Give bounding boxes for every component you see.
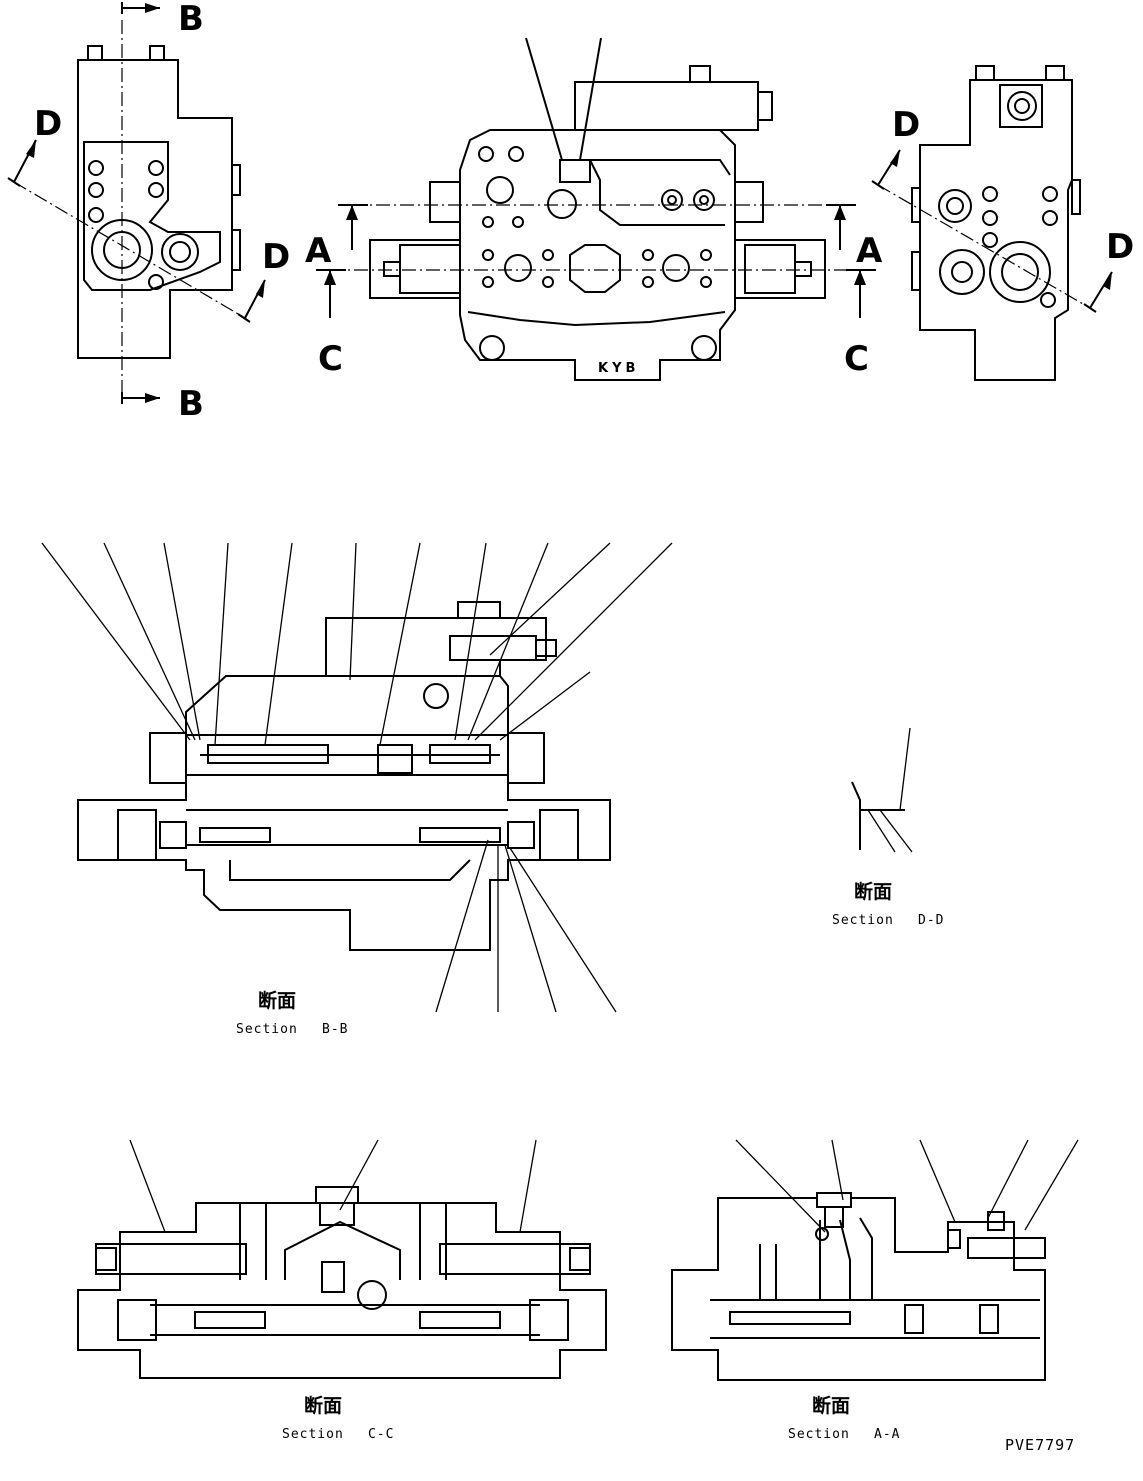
section-aa-name: A-A	[874, 1427, 900, 1442]
section-dd-title: 断面	[854, 880, 892, 903]
section-cc-name: C-C	[368, 1427, 394, 1442]
section-bb: 断面 Section B-B	[41, 542, 673, 1037]
section-cc: 断面 Section C-C	[77, 1139, 607, 1442]
section-cc-label: Section	[282, 1427, 344, 1442]
section-bb-title: 断面	[258, 989, 296, 1012]
cut-label-d-right1: D	[892, 105, 920, 145]
section-cc-title: 断面	[304, 1394, 342, 1417]
section-dd-name: D-D	[918, 913, 944, 928]
section-aa: 断面 Section A-A	[671, 1139, 1079, 1442]
section-dd: 断面 Section D-D	[832, 727, 944, 928]
cut-label-a-left: A	[305, 231, 332, 271]
cut-label-d-left2: D	[262, 237, 290, 277]
cut-label-b-top: B	[178, 0, 204, 39]
cut-label-b-bottom: B	[178, 384, 204, 424]
section-bb-label: Section	[236, 1022, 298, 1037]
section-dd-label: Section	[832, 913, 894, 928]
left-side-view: B B D D	[7, 0, 290, 424]
right-side-view: D D	[871, 65, 1134, 381]
drawing-code: PVE7797	[1005, 1436, 1075, 1454]
front-view: KYB A A C C	[305, 37, 883, 381]
cut-label-c-left: C	[318, 339, 343, 379]
body-mark: KYB	[598, 361, 639, 376]
section-bb-name: B-B	[322, 1022, 348, 1037]
cut-label-d-left1: D	[34, 104, 62, 144]
cut-label-d-right2: D	[1106, 227, 1134, 267]
section-aa-title: 断面	[812, 1394, 850, 1417]
cut-label-a-right: A	[856, 231, 883, 271]
cut-label-c-right: C	[844, 339, 869, 379]
section-aa-label: Section	[788, 1427, 850, 1442]
